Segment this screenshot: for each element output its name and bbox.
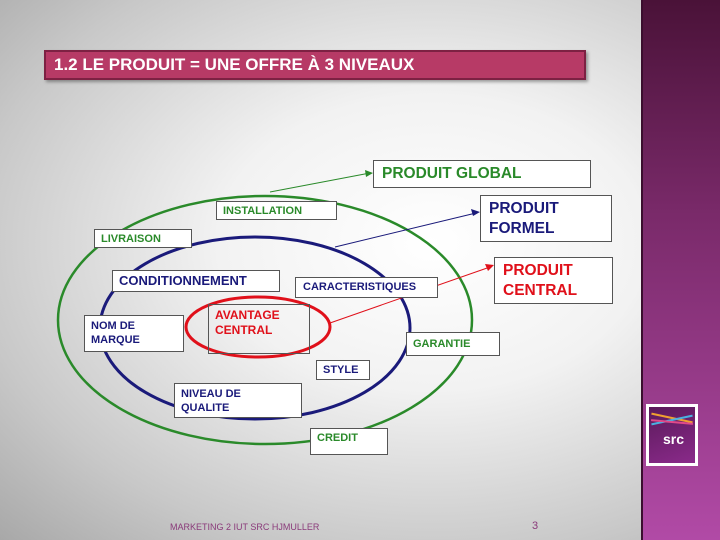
- global-ellipse: [56, 194, 474, 446]
- credit-label: CREDIT: [310, 428, 388, 455]
- src-logo: src: [646, 404, 698, 466]
- produit-global-label: PRODUIT GLOBAL: [373, 160, 591, 188]
- niveau-de-qualite-label: NIVEAU DE QUALITE: [174, 383, 302, 418]
- central-ellipse: [184, 295, 332, 359]
- produit-formel-label: PRODUIT FORMEL: [480, 195, 612, 242]
- style-label: STYLE: [316, 360, 370, 380]
- caracteristiques-label: CARACTERISTIQUES: [295, 277, 438, 298]
- nom-de-marque-label: NOM DE MARQUE: [84, 315, 184, 352]
- conditionnement-label: CONDITIONNEMENT: [112, 270, 280, 292]
- formel-arrow: [334, 212, 477, 248]
- page-number: 3: [532, 520, 539, 532]
- slide-title: 1.2 LE PRODUIT = UNE OFFRE À 3 NIVEAUX: [44, 50, 586, 80]
- slide-footer: MARKETING 2 IUT SRC HJMULLER: [170, 522, 320, 532]
- avantage-central-label: AVANTAGE CENTRAL: [208, 304, 310, 354]
- livraison-label: LIVRAISON: [94, 229, 192, 248]
- global-arrow: [269, 172, 371, 193]
- garantie-label: GARANTIE: [406, 332, 500, 356]
- produit-central-label: PRODUIT CENTRAL: [494, 257, 613, 304]
- installation-label: INSTALLATION: [216, 201, 337, 220]
